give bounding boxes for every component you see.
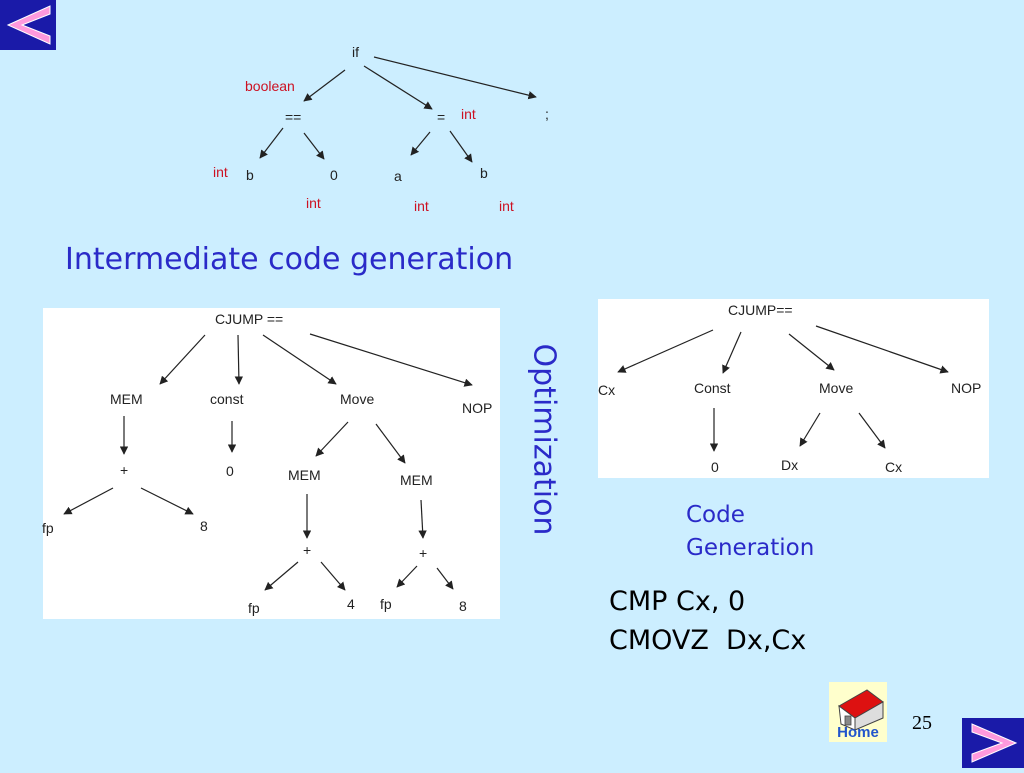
- assembly-line-1: CMP Cx, 0: [609, 586, 746, 617]
- ir-node-move: Move: [340, 391, 375, 407]
- type-int-zero: int: [306, 195, 321, 211]
- ir-node-plus-a: +: [303, 542, 312, 558]
- parse-node-b-right: b: [480, 165, 488, 181]
- ir-node-plus-b: +: [419, 545, 428, 561]
- optimization-label: Optimization: [526, 343, 562, 536]
- ir-node-four: 4: [347, 596, 355, 612]
- type-int-b-right: int: [499, 198, 514, 214]
- opt-node-move: Move: [819, 380, 854, 396]
- opt-node-nop: NOP: [951, 380, 982, 396]
- ir-tree-panel: [43, 308, 500, 619]
- intermediate-code-generation-heading: Intermediate code generation: [65, 242, 514, 277]
- opt-node-cx2: Cx: [885, 459, 903, 475]
- previous-slide-button[interactable]: [0, 0, 56, 50]
- parse-node-if: if: [352, 44, 359, 60]
- opt-node-cjump: CJUMP==: [728, 302, 793, 318]
- home-label: Home: [837, 724, 879, 741]
- parse-node-assign: =: [437, 109, 446, 125]
- right-arrow-icon: [971, 723, 1018, 763]
- ir-node-nop: NOP: [462, 400, 493, 416]
- home-button[interactable]: Home: [829, 682, 887, 742]
- type-int-assign: int: [461, 106, 476, 122]
- opt-node-const: Const: [694, 380, 731, 396]
- type-int-a: int: [414, 198, 429, 214]
- ir-node-fp: fp: [42, 520, 54, 536]
- page-number: 25: [912, 712, 932, 734]
- ir-node-eight: 8: [200, 518, 208, 534]
- next-slide-button[interactable]: [962, 718, 1024, 768]
- ir-node-mem: MEM: [110, 391, 143, 407]
- opt-node-dx: Dx: [781, 457, 799, 473]
- ir-node-mem-b: MEM: [400, 472, 433, 488]
- left-arrow-icon: [6, 5, 51, 45]
- parse-node-eq: ==: [285, 109, 302, 125]
- assembly-line-2: CMOVZ Dx,Cx: [609, 625, 807, 656]
- ir-node-mem-a: MEM: [288, 467, 321, 483]
- ir-node-eight-b: 8: [459, 598, 467, 614]
- ir-node-plus: +: [120, 462, 129, 478]
- code-generation-label-line1: Code: [686, 502, 745, 528]
- code-generation-label-line2: Generation: [686, 535, 815, 561]
- ir-node-const: const: [210, 391, 244, 407]
- type-int-b-left: int: [213, 164, 228, 180]
- ir-node-fp-b: fp: [380, 596, 392, 612]
- opt-node-cx: Cx: [598, 382, 616, 398]
- opt-node-zero: 0: [711, 459, 719, 475]
- parse-node-b-left: b: [246, 167, 254, 183]
- ir-node-const-value: 0: [226, 463, 234, 479]
- type-boolean: boolean: [245, 78, 295, 94]
- parse-node-a: a: [394, 168, 402, 184]
- parse-node-zero: 0: [330, 167, 338, 183]
- house-icon: [829, 682, 887, 742]
- ir-node-fp-a: fp: [248, 600, 260, 616]
- optimized-tree-panel: [598, 299, 989, 478]
- parse-node-semicolon: ;: [545, 106, 549, 122]
- ir-node-cjump: CJUMP ==: [215, 311, 284, 327]
